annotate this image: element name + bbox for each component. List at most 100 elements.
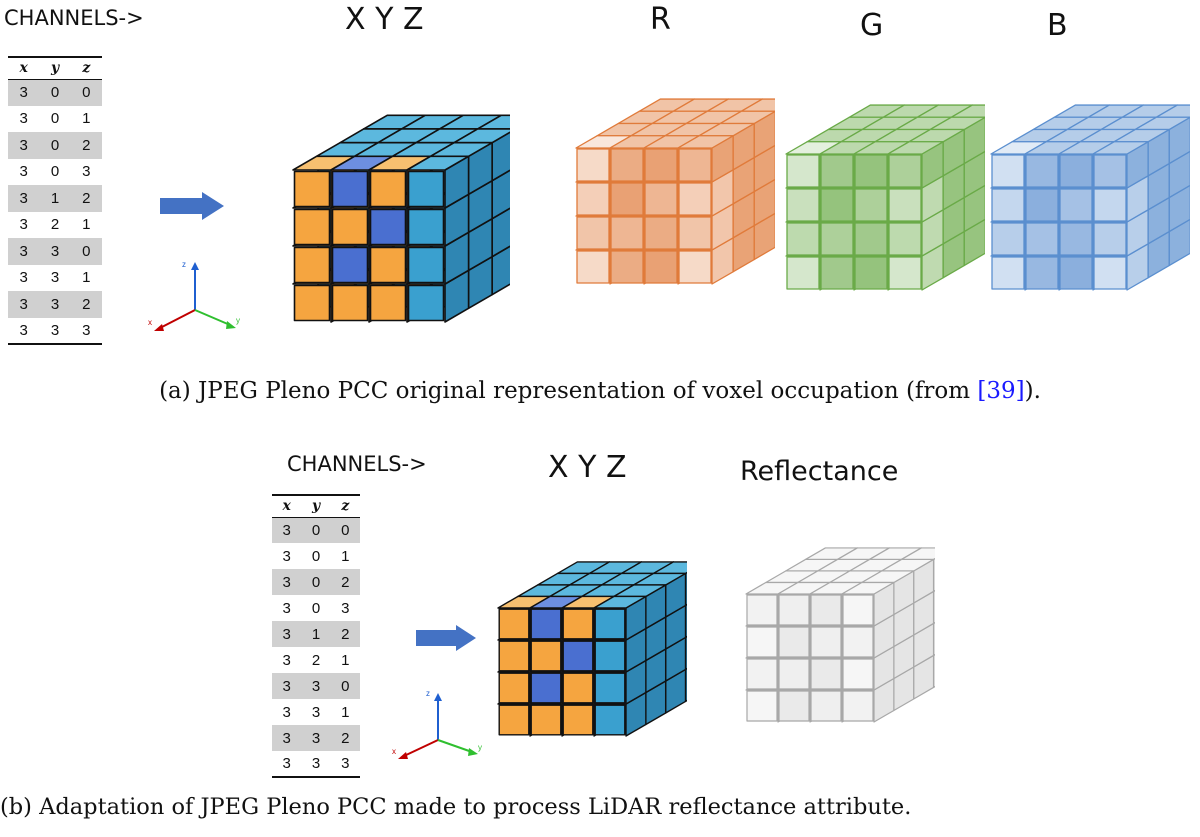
table-cell: 3 — [50, 269, 60, 287]
voxel-cube-reflectance — [745, 547, 935, 723]
channel-title-xyz-b: X Y Z — [548, 450, 627, 485]
voxel-face — [576, 216, 610, 250]
table-cell: 3 — [19, 163, 28, 181]
voxel-face — [786, 222, 820, 256]
voxel-face — [594, 608, 626, 640]
voxel-face — [530, 672, 562, 704]
voxel-face — [407, 208, 445, 246]
voxel-face — [1059, 222, 1093, 256]
voxel-face — [820, 222, 854, 256]
voxel-face — [331, 170, 369, 208]
table-header-x: x — [282, 498, 291, 515]
voxel-face — [1093, 256, 1127, 290]
table-cell: 3 — [311, 755, 321, 772]
voxel-face — [610, 182, 644, 216]
table-header-y: y — [311, 498, 321, 515]
voxel-face — [610, 148, 644, 182]
axis-label-y-b: y — [478, 743, 482, 752]
table-cell: 3 — [39, 238, 71, 265]
voxel-face — [1059, 256, 1093, 290]
table-cell: 3 — [282, 547, 291, 565]
voxel-face — [810, 690, 842, 722]
table-cell: 0 — [301, 517, 331, 543]
table-cell: 2 — [50, 216, 60, 234]
voxel-face — [1025, 154, 1059, 188]
table-cell: 0 — [330, 517, 360, 543]
voxel-face — [1093, 188, 1127, 222]
voxel-cube-b — [990, 104, 1190, 291]
channel-title-g: G — [860, 8, 884, 43]
table-cell: 1 — [301, 621, 331, 647]
axis-label-y-a: y — [236, 316, 240, 325]
voxel-face — [594, 704, 626, 736]
table-cell: 3 — [19, 269, 28, 287]
table-header-z: z — [82, 60, 91, 77]
voxel-face — [407, 284, 445, 322]
table-cell: 3 — [8, 185, 40, 212]
voxel-face — [293, 208, 331, 246]
table-cell: 0 — [311, 547, 321, 565]
table-cell: 1 — [341, 703, 350, 721]
table-cell: 3 — [19, 321, 28, 339]
table-cell: 3 — [272, 517, 302, 543]
voxel-face — [407, 246, 445, 284]
voxel-face — [593, 595, 647, 609]
table-cell: 1 — [82, 216, 91, 234]
voxel-face — [888, 154, 922, 188]
voxel-face — [854, 256, 888, 290]
voxel-face — [562, 704, 594, 736]
channels-label-b: CHANNELS-> — [287, 452, 427, 476]
voxel-face — [576, 250, 610, 284]
citation-link[interactable]: [39] — [977, 378, 1025, 404]
table-cell: 2 — [311, 651, 321, 669]
table-cell: 3 — [19, 110, 28, 128]
voxel-face — [331, 246, 369, 284]
voxel-face — [991, 154, 1025, 188]
voxel-face — [746, 594, 778, 626]
voxel-face — [888, 256, 922, 290]
table-header-x: x — [19, 60, 28, 77]
axis-label-z-b: z — [426, 689, 430, 698]
voxel-face — [530, 608, 562, 640]
voxel-face — [498, 640, 530, 672]
voxel-face — [820, 154, 854, 188]
table-header-y: y — [50, 60, 60, 77]
caption-b: (b) Adaptation of JPEG Pleno PCC made to… — [0, 794, 912, 820]
table-cell: 0 — [50, 110, 60, 128]
voxel-face — [746, 626, 778, 658]
voxel-face — [644, 216, 678, 250]
table-cell: 3 — [82, 163, 91, 181]
table-cell: 0 — [70, 238, 102, 265]
voxel-face — [778, 658, 810, 690]
table-cell: 3 — [301, 725, 331, 751]
voxel-face — [610, 250, 644, 284]
voxel-face — [810, 658, 842, 690]
voxel-face — [678, 148, 712, 182]
voxel-face — [610, 216, 644, 250]
voxel-face — [498, 672, 530, 704]
table-cell: 1 — [341, 547, 350, 565]
voxel-face — [293, 284, 331, 322]
voxel-face — [842, 658, 874, 690]
voxel-face — [678, 182, 712, 216]
axes-glyph-b: z x y — [392, 689, 482, 759]
table-row: 3 0 1 — [272, 543, 360, 569]
voxel-face — [594, 672, 626, 704]
voxel-face — [594, 640, 626, 672]
caption-a-text: (a) JPEG Pleno PCC original representati… — [159, 378, 978, 404]
voxel-face — [854, 188, 888, 222]
voxel-face — [786, 154, 820, 188]
voxel-face — [644, 148, 678, 182]
